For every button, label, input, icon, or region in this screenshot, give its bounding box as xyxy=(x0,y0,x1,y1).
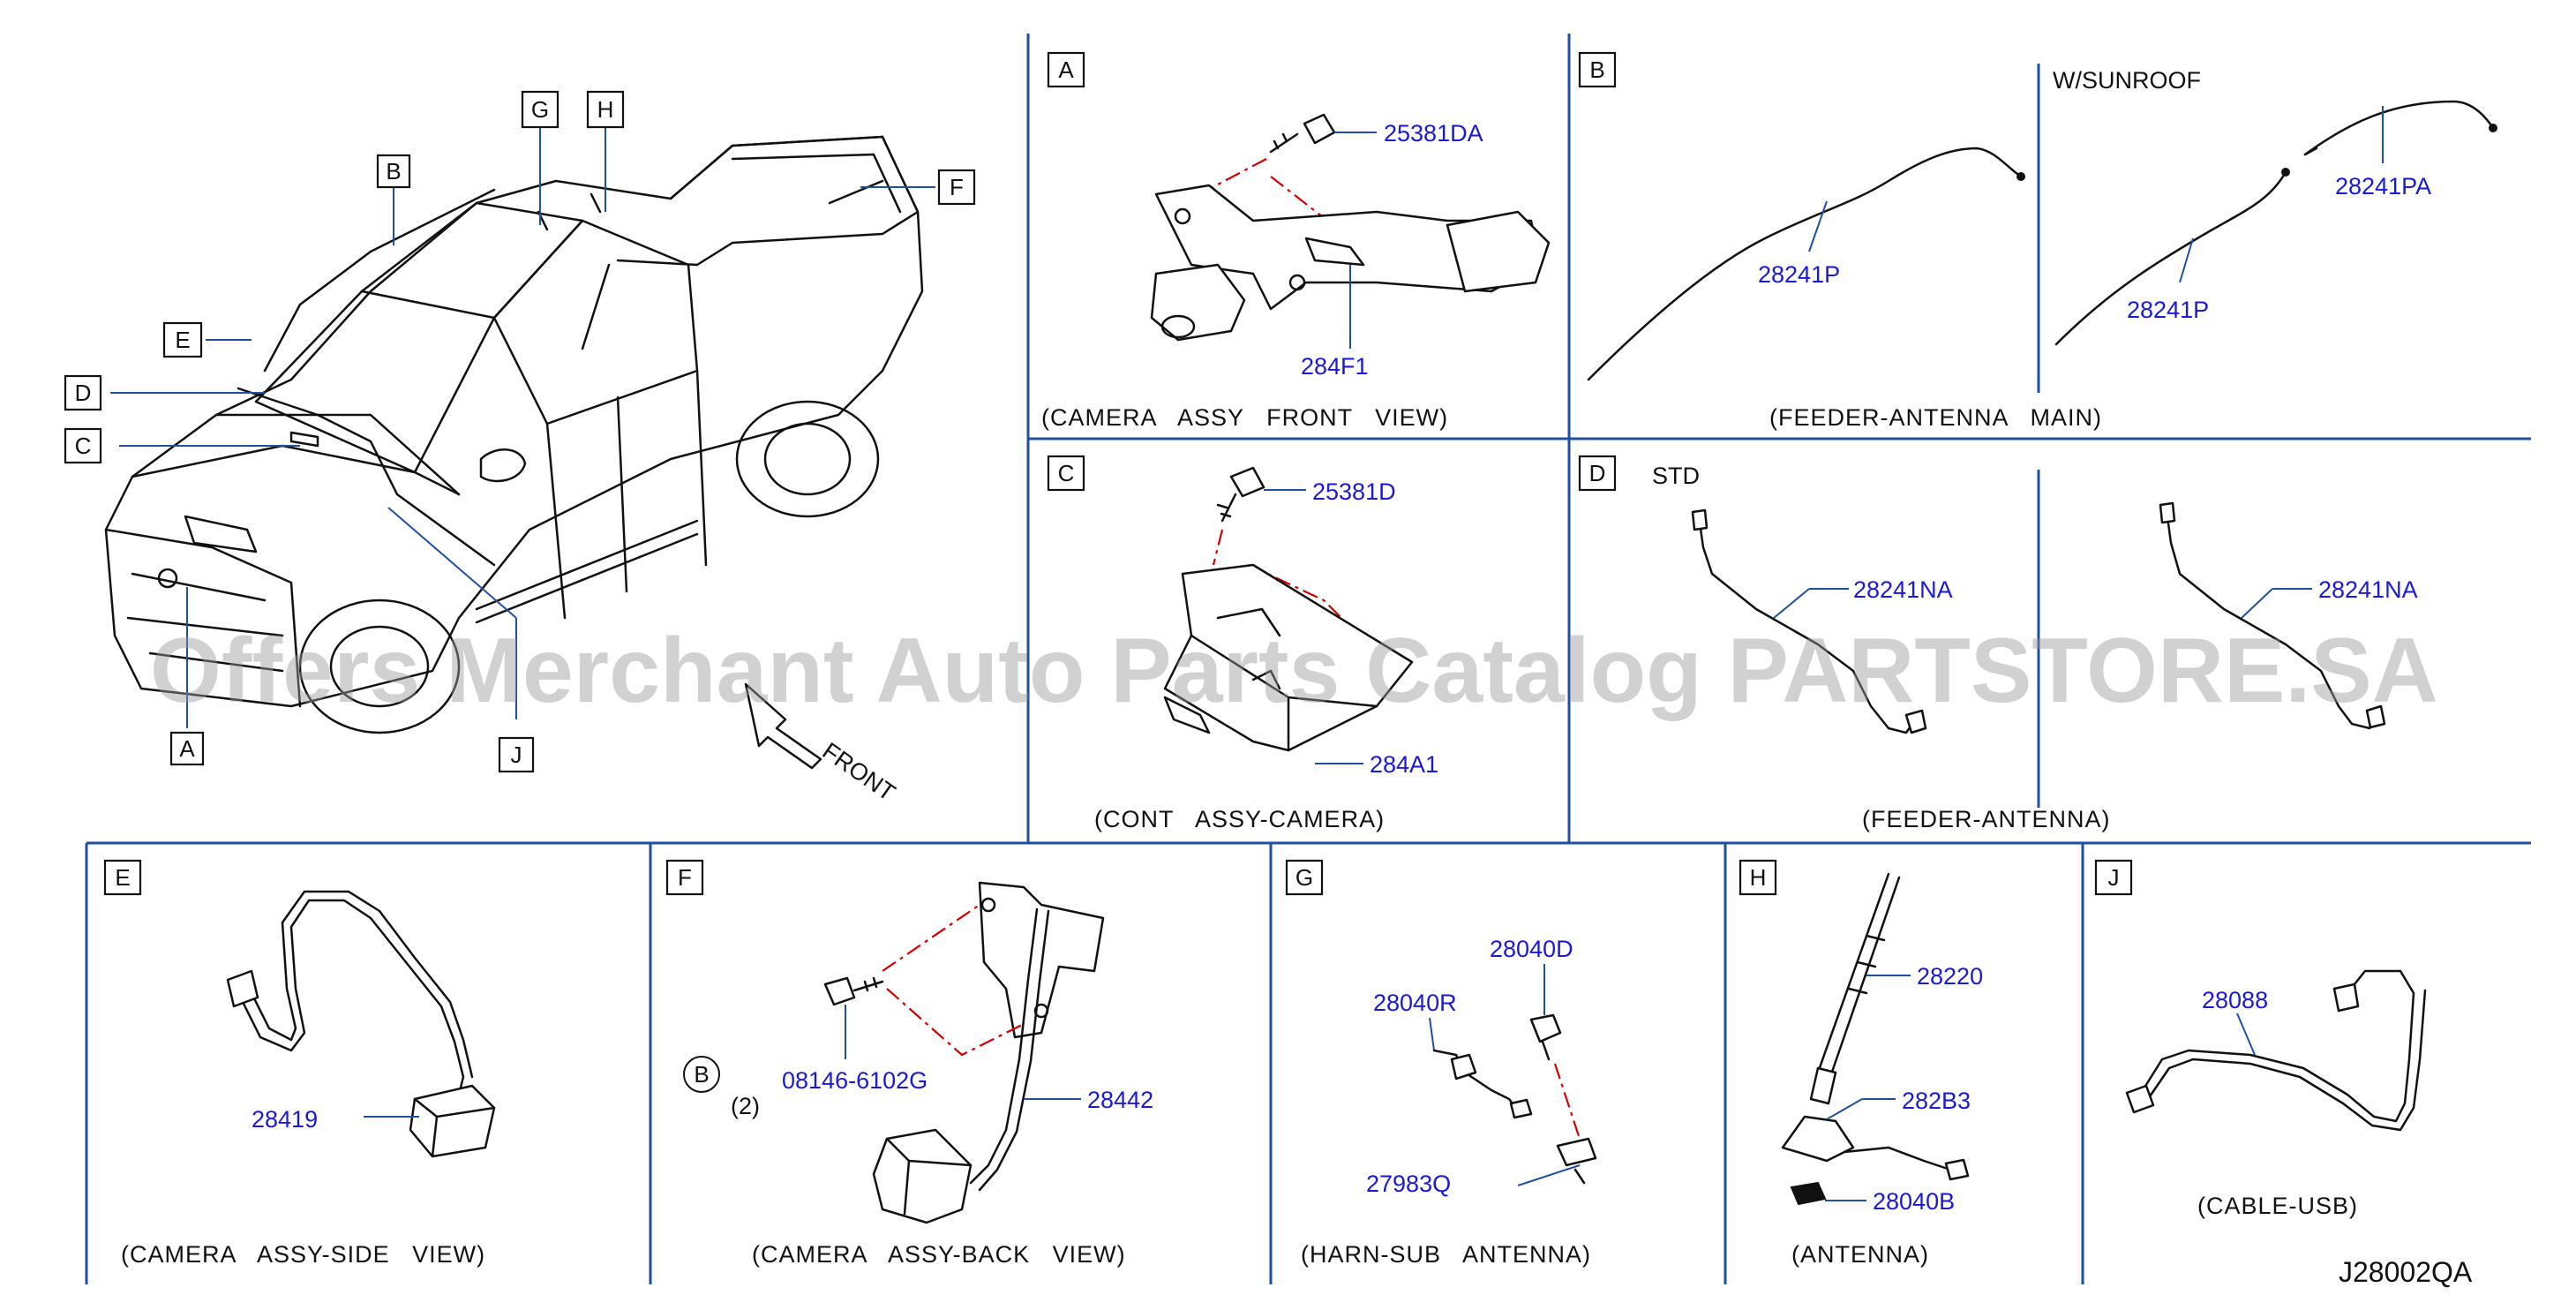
part-number: 28442 xyxy=(1087,1087,1153,1113)
panel-A: A 25381DA 284F1 (CAMERA ASSY FRONT VIEW) xyxy=(1041,51,1551,431)
panel-caption: (HARN-SUB ANTENNA) xyxy=(1301,1241,1591,1268)
callout-B[interactable]: B xyxy=(376,154,411,189)
panel-E: E 28419 (CAMERA ASSY-SIDE VIEW) xyxy=(103,859,496,1268)
panel-C-label: C xyxy=(1047,455,1085,492)
panel-J-label: J xyxy=(2094,859,2133,896)
drawing-code: J28002QA xyxy=(2339,1256,2473,1288)
panel-frame xyxy=(85,34,2531,1284)
part-number: 28088 xyxy=(2202,987,2268,1013)
quantity-label: (2) xyxy=(731,1093,760,1119)
callout-H[interactable]: H xyxy=(586,90,625,129)
panel-G: G 28040D 28040R 27983Q (HARN-SUB ANTENNA… xyxy=(1285,859,1597,1268)
part-number: 284A1 xyxy=(1370,751,1438,778)
part-number: 27983Q xyxy=(1366,1171,1451,1197)
svg-text:D: D xyxy=(1589,460,1606,486)
part-number: 28040R xyxy=(1373,990,1457,1016)
svg-text:D: D xyxy=(75,380,92,406)
part-number: 28241P xyxy=(1758,261,1840,288)
part-number: 28220 xyxy=(1917,963,1983,990)
part-number: 28241NA xyxy=(2318,576,2418,603)
reference-circle-label: B xyxy=(694,1061,709,1088)
panel-H-label: H xyxy=(1739,859,1777,896)
panel-caption: (FEEDER-ANTENNA) xyxy=(1862,806,2111,832)
part-number: 08146-6102G xyxy=(782,1067,928,1094)
panel-caption: (CAMERA ASSY-BACK VIEW) xyxy=(752,1241,1126,1268)
panel-caption: (FEEDER-ANTENNA MAIN) xyxy=(1769,404,2102,431)
panel-C: C 25381D 284A1 (CONT ASSY-CAMERA) xyxy=(1047,455,1438,832)
panel-D-label: D xyxy=(1578,455,1617,492)
part-number: 25381D xyxy=(1312,478,1396,505)
panel-F-label: F xyxy=(665,859,704,896)
callout-A[interactable]: A xyxy=(169,731,205,766)
svg-text:G: G xyxy=(531,96,549,123)
panel-caption: (ANTENNA) xyxy=(1791,1241,1929,1268)
part-number: 28241NA xyxy=(1853,576,1953,603)
part-number: 25381DA xyxy=(1384,120,1483,147)
panel-G-label: G xyxy=(1285,859,1324,896)
svg-text:G: G xyxy=(1296,864,1313,891)
part-number: 28040B xyxy=(1873,1188,1955,1215)
callout-E[interactable]: E xyxy=(162,321,203,358)
panel-B-label: B xyxy=(1578,51,1617,88)
watermark-text: Offers Merchant Auto Parts Catalog PARTS… xyxy=(150,620,2438,722)
panel-F: F 08146-6102G 28442 B (2) (CAMERA ASSY-B… xyxy=(665,859,1153,1268)
svg-text:B: B xyxy=(1589,56,1604,83)
overview-leader-lines xyxy=(110,127,935,728)
svg-text:A: A xyxy=(179,735,195,762)
variant-label: W/SUNROOF xyxy=(2053,67,2201,94)
part-number: 28040D xyxy=(1490,936,1573,962)
part-number: 28241P xyxy=(2127,297,2209,323)
svg-text:B: B xyxy=(386,158,401,184)
svg-text:H: H xyxy=(597,96,614,123)
panel-H: H 28220 282B3 28040B (ANTENNA) xyxy=(1739,859,1983,1268)
variant-label: STD xyxy=(1652,463,1700,489)
svg-text:E: E xyxy=(115,864,130,891)
svg-text:F: F xyxy=(678,864,692,891)
callout-C[interactable]: C xyxy=(64,427,102,464)
panel-caption: (CAMERA ASSY FRONT VIEW) xyxy=(1041,404,1448,431)
part-number: 28419 xyxy=(252,1106,318,1133)
front-label: FRONT xyxy=(818,737,900,806)
panel-caption: (CABLE-USB) xyxy=(2197,1193,2358,1219)
svg-text:J: J xyxy=(511,742,522,768)
part-number: 284F1 xyxy=(1301,353,1369,380)
panel-A-label: A xyxy=(1047,51,1085,88)
panel-caption: (CAMERA ASSY-SIDE VIEW) xyxy=(121,1241,485,1268)
callout-D[interactable]: D xyxy=(64,374,102,411)
svg-text:J: J xyxy=(2108,864,2120,891)
callout-F[interactable]: F xyxy=(937,169,976,206)
panel-B: B W/SUNROOF 28241P 28241PA 28241P (FEEDE… xyxy=(1578,51,2497,431)
callout-J[interactable]: J xyxy=(498,736,535,773)
panel-caption: (CONT ASSY-CAMERA) xyxy=(1094,806,1385,832)
callout-G[interactable]: G xyxy=(521,90,560,129)
panel-J: J 28088 (CABLE-USB) xyxy=(2094,859,2427,1219)
part-number: 28241PA xyxy=(2335,173,2431,200)
svg-text:H: H xyxy=(1750,864,1767,891)
svg-text:C: C xyxy=(75,433,92,459)
panel-E-label: E xyxy=(103,859,142,896)
vehicle-overview-illustration xyxy=(104,135,924,734)
panel-D: D STD 28241NA 28241NA (FEEDER-ANTENNA) xyxy=(1578,455,2418,832)
svg-text:F: F xyxy=(950,174,964,200)
svg-text:C: C xyxy=(1058,460,1075,486)
part-number: 282B3 xyxy=(1902,1088,1971,1114)
svg-text:E: E xyxy=(175,327,190,353)
svg-text:A: A xyxy=(1058,56,1074,83)
